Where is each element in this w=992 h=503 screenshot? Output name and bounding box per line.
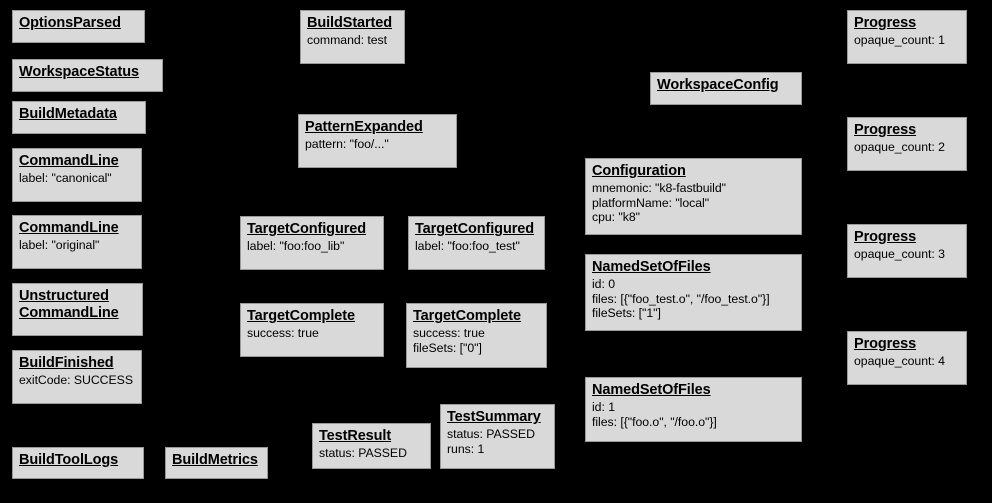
event-node-field: mnemonic: "k8-fastbuild" xyxy=(592,181,726,196)
event-node-fields: label: "foo:foo_lib" xyxy=(247,239,377,254)
event-node-field: opaque_count: 4 xyxy=(854,354,945,369)
event-node-progress-4[interactable]: Progress opaque_count: 4 xyxy=(847,331,967,385)
event-node-fields: label: "original" xyxy=(19,238,135,253)
event-node-fields: exitCode: SUCCESS xyxy=(19,373,135,388)
event-node-title: Configuration xyxy=(592,163,686,179)
event-node-fields: opaque_count: 3 xyxy=(854,247,960,262)
event-node-field: platformName: "local" xyxy=(592,195,710,210)
event-node-fields: label: "foo:foo_test" xyxy=(415,239,538,254)
event-node-title: Progress xyxy=(854,15,917,31)
event-node-title: TargetConfigured xyxy=(415,221,534,237)
event-node-configuration[interactable]: Configuration mnemonic: "k8-fastbuild"pla… xyxy=(585,158,802,235)
event-node-build-metrics[interactable]: BuildMetrics xyxy=(165,447,268,479)
event-node-field: success: true xyxy=(413,326,485,341)
event-node-unstructured-command-line[interactable]: Unstructured CommandLine xyxy=(12,283,143,336)
event-node-field: label: "canonical" xyxy=(19,171,112,186)
event-node-field: success: true xyxy=(247,326,319,341)
event-node-build-finished[interactable]: BuildFinished exitCode: SUCCESS xyxy=(12,350,142,404)
event-node-field: id: 0 xyxy=(592,277,615,292)
event-node-title: OptionsParsed xyxy=(19,15,121,31)
event-node-command-line-canonical[interactable]: CommandLine label: "canonical" xyxy=(12,148,142,202)
event-node-field: label: "foo:foo_lib" xyxy=(247,239,345,254)
event-node-target-complete-lib[interactable]: TargetComplete success: true xyxy=(240,303,384,357)
event-node-title: TargetComplete xyxy=(247,308,355,324)
event-node-title: WorkspaceStatus xyxy=(19,64,139,80)
event-node-fields: status: PASSED xyxy=(319,446,424,461)
event-node-title: BuildMetrics xyxy=(172,452,258,468)
event-node-options-parsed[interactable]: OptionsParsed xyxy=(12,10,145,43)
event-node-field: opaque_count: 2 xyxy=(854,140,945,155)
event-node-field: label: "foo:foo_test" xyxy=(415,239,520,254)
event-node-fields: command: test xyxy=(307,33,398,48)
event-node-field: opaque_count: 1 xyxy=(854,33,945,48)
event-node-field: id: 1 xyxy=(592,400,615,415)
event-node-field: files: [{"foo.o", "/foo.o"}] xyxy=(592,414,717,429)
event-node-workspace-config[interactable]: WorkspaceConfig xyxy=(650,72,802,105)
event-node-target-configured-lib[interactable]: TargetConfigured label: "foo:foo_lib" xyxy=(240,216,384,270)
event-node-command-line-original[interactable]: CommandLine label: "original" xyxy=(12,215,142,269)
event-node-title: Progress xyxy=(854,336,917,352)
event-node-progress-1[interactable]: Progress opaque_count: 1 xyxy=(847,10,967,64)
event-node-title: CommandLine xyxy=(19,153,119,169)
event-node-build-metadata[interactable]: BuildMetadata xyxy=(12,101,146,134)
event-node-field: files: [{"foo_test.o", "/foo_test.o"}] xyxy=(592,291,770,306)
event-node-field: exitCode: SUCCESS xyxy=(19,373,133,388)
event-node-progress-2[interactable]: Progress opaque_count: 2 xyxy=(847,117,967,171)
event-node-title: Progress xyxy=(854,122,917,138)
event-node-title: BuildStarted xyxy=(307,15,393,31)
event-node-field: fileSets: ["1"] xyxy=(592,306,661,321)
event-node-fields: opaque_count: 4 xyxy=(854,354,960,369)
event-node-title: Unstructured CommandLine xyxy=(19,288,119,322)
event-node-title: BuildFinished xyxy=(19,355,114,371)
event-node-fields: opaque_count: 2 xyxy=(854,140,960,155)
event-node-field: cpu: "k8" xyxy=(592,210,640,225)
event-node-field: fileSets: ["0"] xyxy=(413,340,482,355)
event-node-field: command: test xyxy=(307,33,387,48)
event-node-field: runs: 1 xyxy=(447,441,485,456)
event-node-pattern-expanded[interactable]: PatternExpanded pattern: "foo/..." xyxy=(298,114,457,168)
event-node-fields: mnemonic: "k8-fastbuild"platformName: "l… xyxy=(592,181,795,225)
event-node-title: TargetConfigured xyxy=(247,221,366,237)
event-node-title: TestSummary xyxy=(447,409,541,425)
event-node-fields: pattern: "foo/..." xyxy=(305,137,450,152)
event-node-field: status: PASSED xyxy=(319,446,407,461)
event-node-field: opaque_count: 3 xyxy=(854,247,945,262)
event-node-title: PatternExpanded xyxy=(305,119,423,135)
event-node-title: CommandLine xyxy=(19,220,119,236)
event-node-build-tool-logs[interactable]: BuildToolLogs xyxy=(12,447,144,479)
event-node-fields: opaque_count: 1 xyxy=(854,33,960,48)
event-node-title: WorkspaceConfig xyxy=(657,77,779,93)
event-node-title: NamedSetOfFiles xyxy=(592,259,711,275)
event-node-test-result[interactable]: TestResult status: PASSED xyxy=(312,423,431,469)
event-node-title: NamedSetOfFiles xyxy=(592,382,711,398)
event-node-title: TargetComplete xyxy=(413,308,521,324)
event-node-progress-3[interactable]: Progress opaque_count: 3 xyxy=(847,224,967,278)
event-node-target-configured-test[interactable]: TargetConfigured label: "foo:foo_test" xyxy=(408,216,545,270)
event-node-fields: success: true xyxy=(247,326,377,341)
event-node-field: label: "original" xyxy=(19,238,100,253)
event-node-workspace-status[interactable]: WorkspaceStatus xyxy=(12,59,163,92)
event-node-title: BuildMetadata xyxy=(19,106,117,122)
event-node-field: status: PASSED xyxy=(447,427,535,442)
event-node-title: BuildToolLogs xyxy=(19,452,119,468)
event-node-title: Progress xyxy=(854,229,917,245)
event-node-title: TestResult xyxy=(319,428,392,444)
event-node-fields: label: "canonical" xyxy=(19,171,135,186)
event-node-build-started[interactable]: BuildStarted command: test xyxy=(300,10,405,64)
event-node-field: pattern: "foo/..." xyxy=(305,137,389,152)
